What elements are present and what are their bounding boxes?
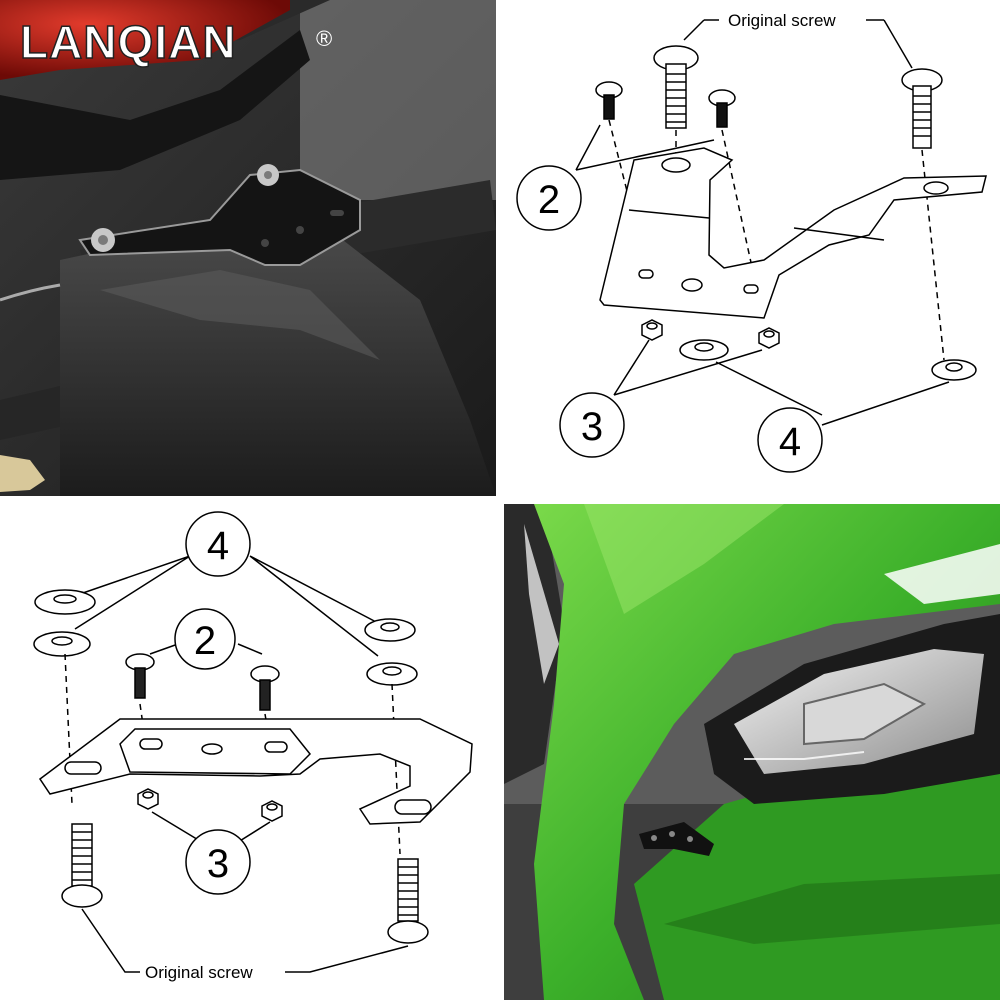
exploded-diagram-2: 4 2 3 Original screw bbox=[33, 511, 473, 982]
nut bbox=[137, 788, 159, 810]
screw-short-black bbox=[125, 653, 155, 699]
callout-number: 3 bbox=[581, 405, 603, 449]
diagram-bottom-left: 4 2 3 Original screw bbox=[0, 504, 496, 1000]
screw-long bbox=[61, 823, 103, 908]
exploded-diagram-1: Original screw 2 3 4 bbox=[516, 11, 987, 473]
washer bbox=[679, 339, 729, 361]
callout-number: 3 bbox=[207, 842, 229, 886]
tail-light bbox=[0, 0, 290, 80]
washer bbox=[33, 631, 91, 657]
screw-long bbox=[653, 45, 699, 129]
washer bbox=[34, 589, 96, 615]
washer bbox=[364, 618, 416, 642]
screw-short-black bbox=[595, 81, 623, 120]
nut bbox=[641, 319, 663, 341]
registered-mark: ® bbox=[316, 26, 332, 51]
diagram-top-right: Original screw 2 3 4 bbox=[504, 0, 1000, 496]
turn-signal bbox=[0, 455, 45, 492]
callout-circle bbox=[516, 165, 582, 231]
brand-name: LANQIAN bbox=[20, 16, 237, 68]
mount-bracket bbox=[639, 822, 714, 856]
callout-circle bbox=[559, 392, 625, 458]
screw-long bbox=[387, 858, 429, 944]
screw-short-black bbox=[708, 89, 736, 128]
callout-circle bbox=[185, 511, 251, 577]
callout-circle bbox=[174, 608, 236, 670]
screw-long bbox=[901, 68, 943, 149]
nut bbox=[261, 800, 283, 822]
callout-number: 2 bbox=[538, 178, 560, 222]
callout-circle bbox=[757, 407, 823, 473]
photo-tail-mount: LANQIAN ® bbox=[0, 0, 496, 496]
bracket-plate bbox=[599, 147, 987, 319]
brand-logo: LANQIAN ® bbox=[18, 16, 348, 72]
washer bbox=[366, 662, 418, 686]
washer bbox=[931, 359, 977, 381]
green-fairing bbox=[534, 504, 1000, 1000]
grid-divider-horizontal bbox=[0, 496, 1000, 504]
callout-number: 2 bbox=[194, 619, 216, 663]
original-screw-label: Original screw bbox=[728, 11, 836, 30]
callout-circle bbox=[185, 829, 251, 895]
tail-mount-illustration bbox=[0, 0, 496, 496]
photo-front-fairing bbox=[504, 504, 1000, 1000]
front-fairing-illustration bbox=[504, 504, 1000, 1000]
mount-bracket bbox=[78, 168, 361, 266]
screw-short-black bbox=[250, 665, 280, 711]
callout-number: 4 bbox=[779, 420, 801, 464]
nut bbox=[758, 327, 780, 349]
callout-number: 4 bbox=[207, 524, 229, 568]
original-screw-label: Original screw bbox=[145, 963, 253, 982]
